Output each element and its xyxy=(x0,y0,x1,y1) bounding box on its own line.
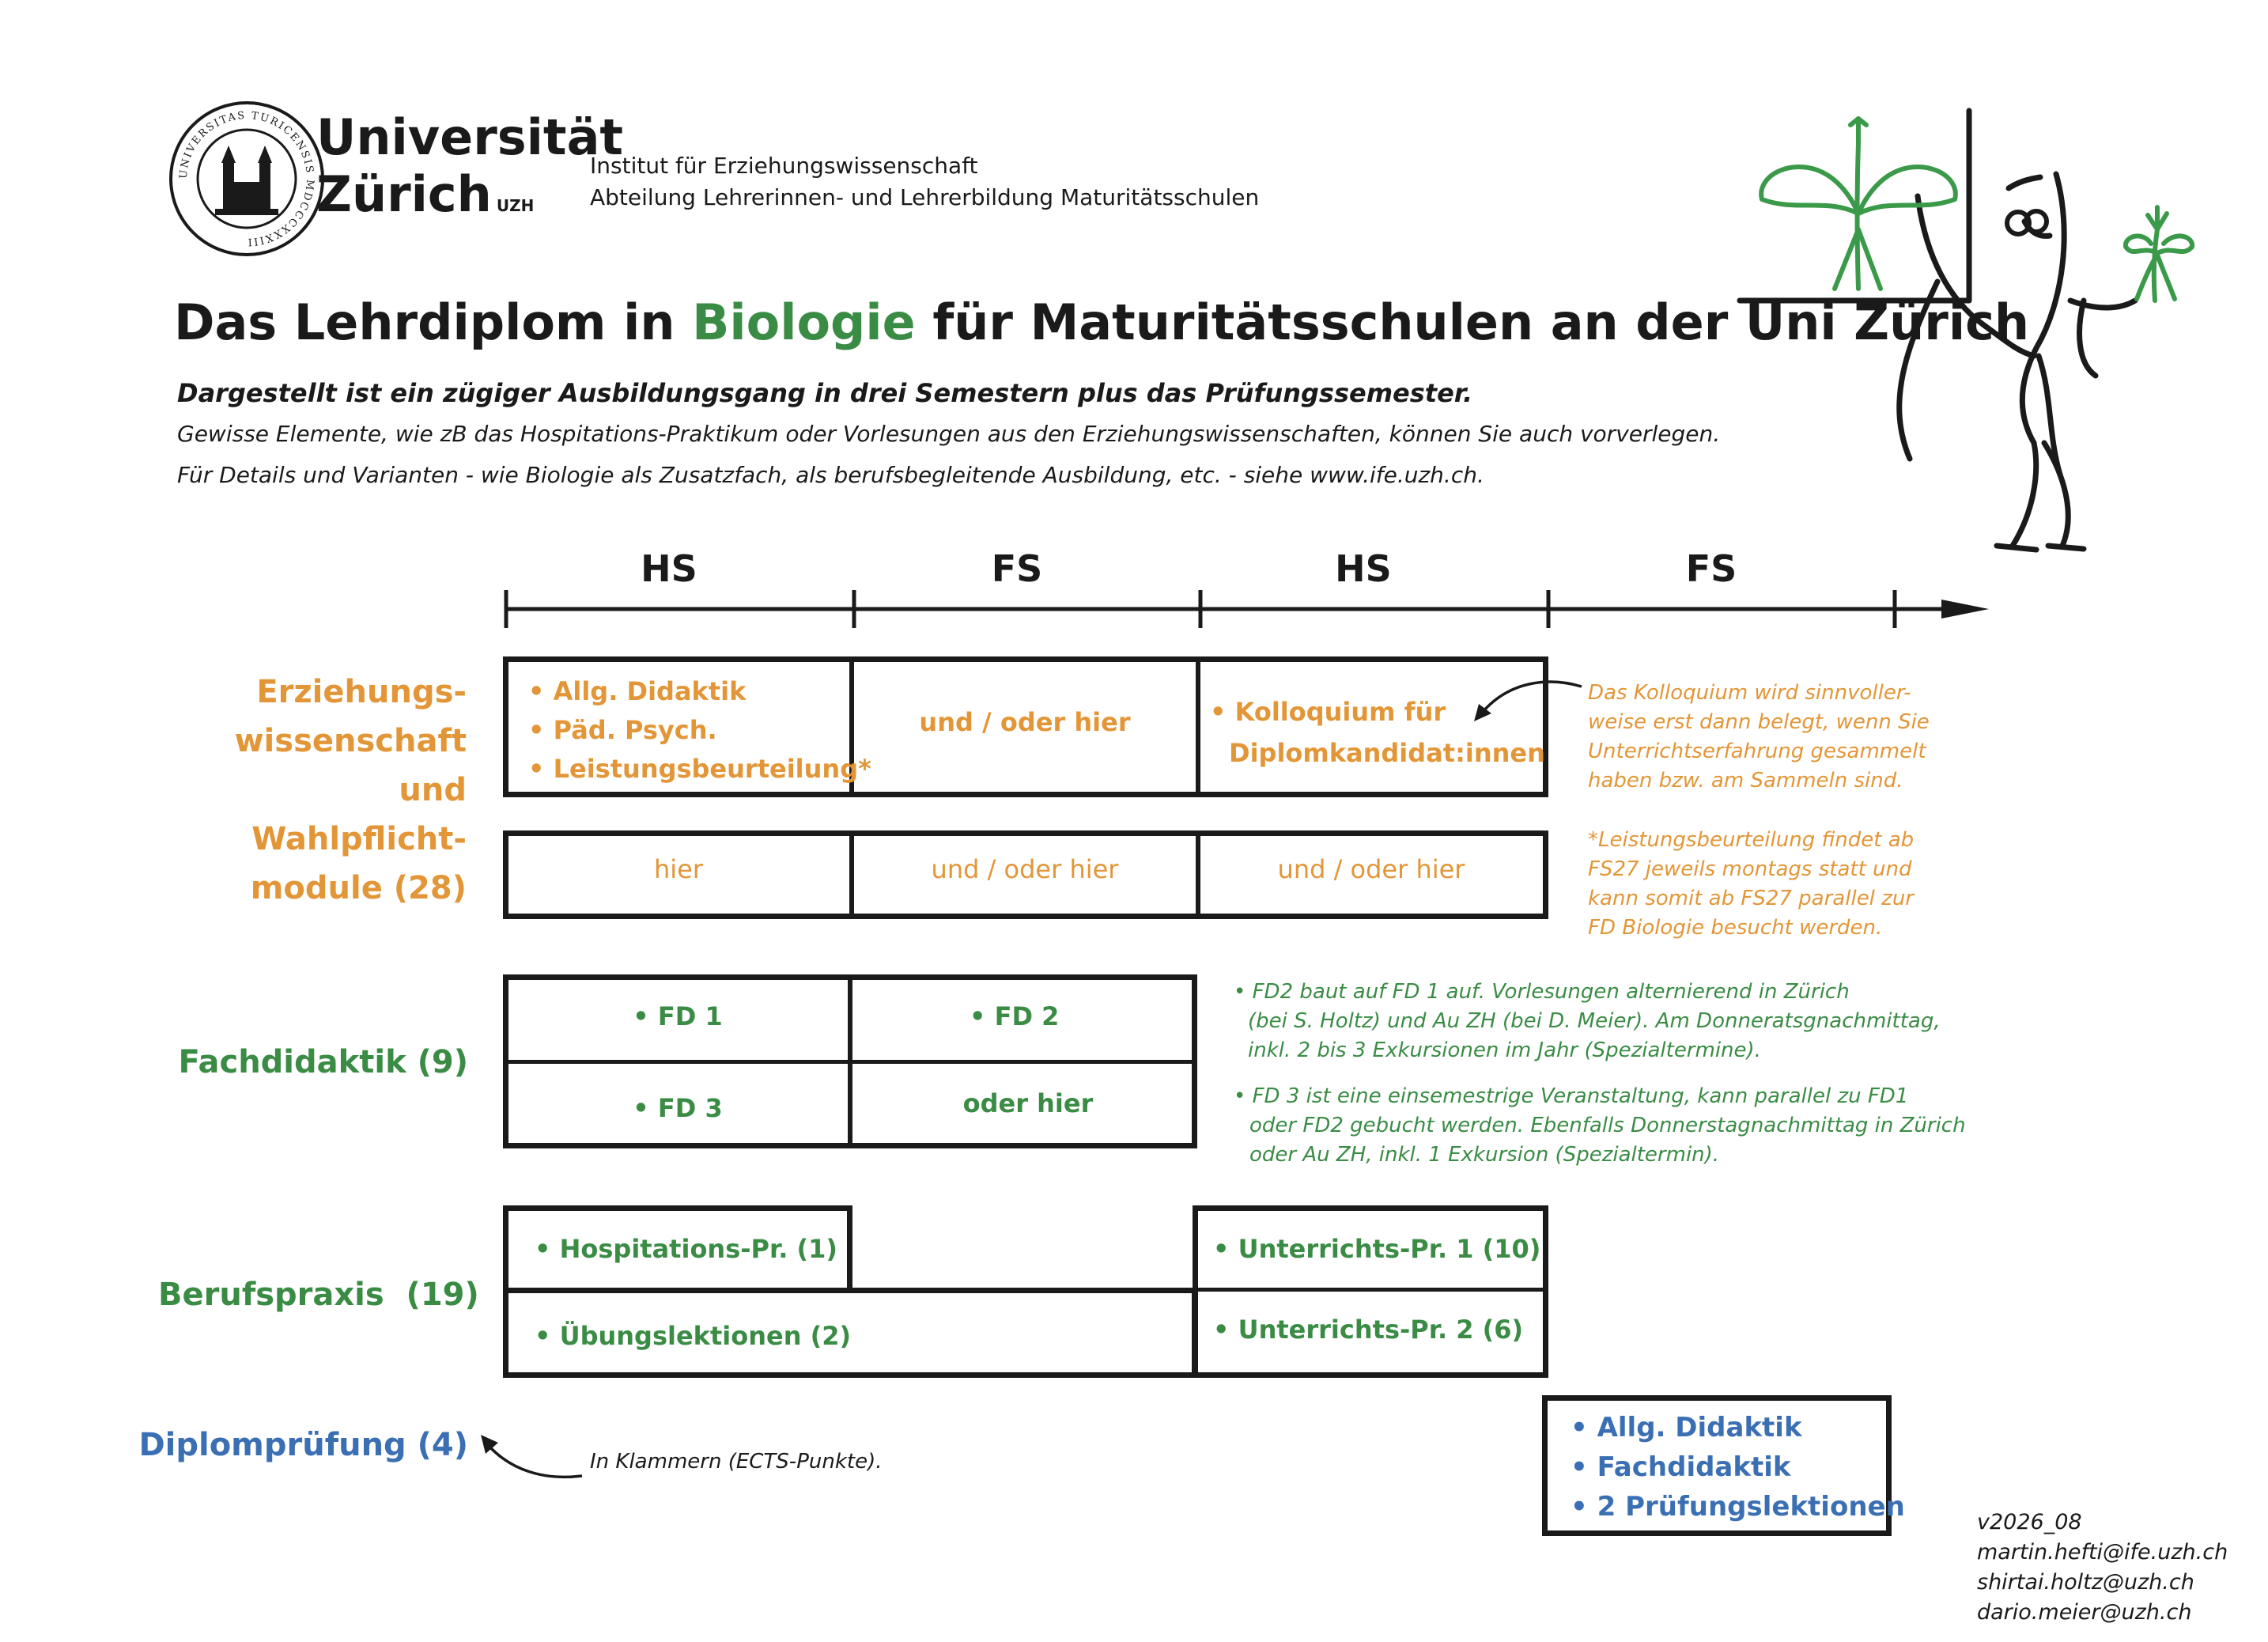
uzh-seal-logo: UNIVERSITAS TURICENSIS MDCCCXXXIII xyxy=(169,101,324,256)
ew2-fs: und / oder hier xyxy=(931,854,1119,884)
note-leistungsbeurteilung: *Leistungsbeurteilung findet ab FS27 jew… xyxy=(1588,828,1915,940)
fachdidaktik-box xyxy=(503,974,1197,1148)
divider xyxy=(849,661,854,793)
semester-label: FS xyxy=(1685,547,1737,590)
row-label-erziehungswissenschaft: Erziehungs- wissenschaft und Wahlpflicht… xyxy=(234,674,467,906)
uebungslektionen: • Übungslektionen (2) xyxy=(535,1321,852,1351)
row-label-diplompruefung: Diplomprüfung (4) xyxy=(138,1427,468,1463)
ew-fs-option: und / oder hier xyxy=(919,707,1131,737)
diplompruefung-items: • Allg. Didaktik • Fachdidaktik • 2 Prüf… xyxy=(1571,1412,1905,1523)
semester-label: FS xyxy=(991,547,1043,590)
divider xyxy=(1196,661,1200,793)
ew2-hs1: hier xyxy=(653,854,703,884)
semester-label: HS xyxy=(641,547,697,590)
note-fd2: • FD2 baut auf FD 1 auf. Vorlesungen alt… xyxy=(1234,980,1941,1062)
ew-modules-box xyxy=(503,656,1548,797)
ew-wahlpflicht-box xyxy=(503,830,1548,919)
note-fd3: • FD 3 ist eine einsemestrige Veranstalt… xyxy=(1234,1084,1966,1167)
row-label-berufspraxis: Berufspraxis (19) xyxy=(158,1277,479,1313)
figure-with-plant-illustration xyxy=(1737,108,2194,553)
ew-kolloquium: • Kolloquium für Diplomkandidat:innen xyxy=(1210,697,1545,768)
timeline-arrow-icon xyxy=(1941,600,1989,619)
hospitations-box xyxy=(503,1205,852,1292)
institute-name: Institut für Erziehungswissenschaft Abte… xyxy=(590,153,1260,210)
row-label-fachdidaktik: Fachdidaktik (9) xyxy=(178,1044,468,1080)
timeline-axis xyxy=(504,590,1989,628)
fd3: • FD 3 xyxy=(633,1093,723,1123)
fd2: • FD 2 xyxy=(970,1001,1060,1031)
footer-contact: v2026_08 martin.hefti@ife.uzh.ch shirtai… xyxy=(1977,1510,2228,1625)
arrow-icon xyxy=(1474,680,1582,721)
arrow-icon xyxy=(481,1435,583,1479)
fd1: • FD 1 xyxy=(633,1001,723,1031)
divider xyxy=(849,835,854,914)
divider xyxy=(1197,1288,1544,1292)
info-text-1: Gewisse Elemente, wie zB das Hospitation… xyxy=(177,421,1721,447)
unterrichtspraktikum-1: • Unterrichts-Pr. 1 (10) xyxy=(1213,1234,1541,1264)
note-kolloquium: Das Kolloquium wird sinnvoller- weise er… xyxy=(1588,681,1930,793)
unterrichtspraktikum-2: • Unterrichts-Pr. 2 (6) xyxy=(1213,1315,1524,1345)
info-text-2: Für Details und Varianten - wie Biologie… xyxy=(177,462,1484,488)
diplompruefung-box xyxy=(1542,1395,1892,1536)
divider xyxy=(508,1060,1193,1064)
subtitle: Dargestellt ist ein zügiger Ausbildungsg… xyxy=(177,378,1473,408)
unterrichtspraktikum-box xyxy=(1193,1205,1548,1378)
ew-hs1-modules: • Allg. Didaktik • Päd. Psych. • Leistun… xyxy=(528,676,871,784)
semester-label: HS xyxy=(1335,547,1392,590)
note-ects: In Klammern (ECTS-Punkte). xyxy=(590,1450,883,1474)
ew2-hs2: und / oder hier xyxy=(1277,854,1465,884)
divider xyxy=(1196,835,1200,914)
hospitations-praktikum: • Hospitations-Pr. (1) xyxy=(535,1234,838,1264)
page-title: Das Lehrdiplom in Biologie für Maturität… xyxy=(174,293,2029,351)
fd-alternative: oder hier xyxy=(962,1088,1094,1118)
